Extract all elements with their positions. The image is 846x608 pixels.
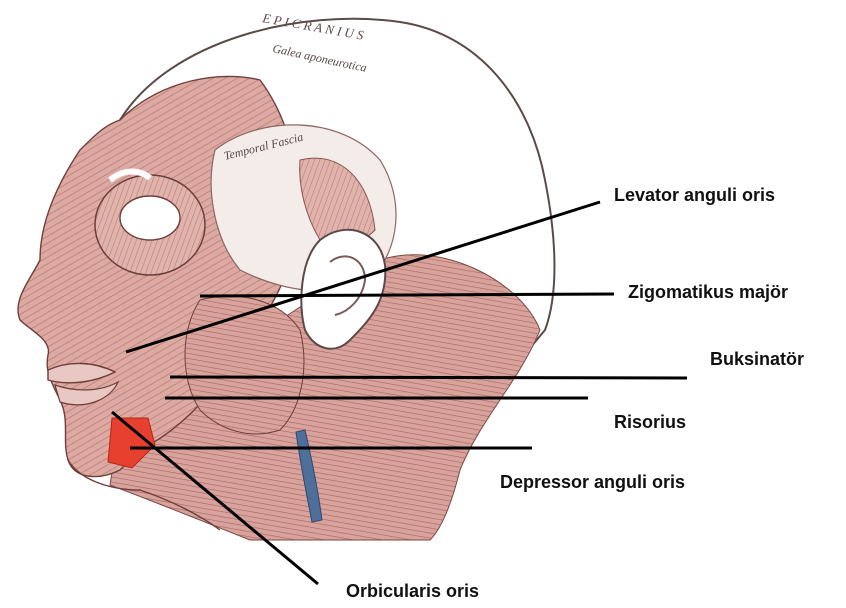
- label-levator-anguli-oris: Levator anguli oris: [614, 184, 775, 206]
- leader-zigomatikus: [200, 294, 614, 296]
- label-buksinator: Buksinatör: [710, 348, 804, 370]
- label-orbicularis-oris: Orbicularis oris: [346, 580, 479, 602]
- label-risorius: Risorius: [614, 411, 686, 433]
- eye-opening: [120, 196, 180, 240]
- leader-buksinator: [170, 377, 687, 378]
- label-depressor-anguli-oris: Depressor anguli oris: [500, 468, 730, 497]
- masseter: [185, 296, 304, 434]
- label-zigomatikus-major: Zigomatikus majör: [628, 281, 788, 303]
